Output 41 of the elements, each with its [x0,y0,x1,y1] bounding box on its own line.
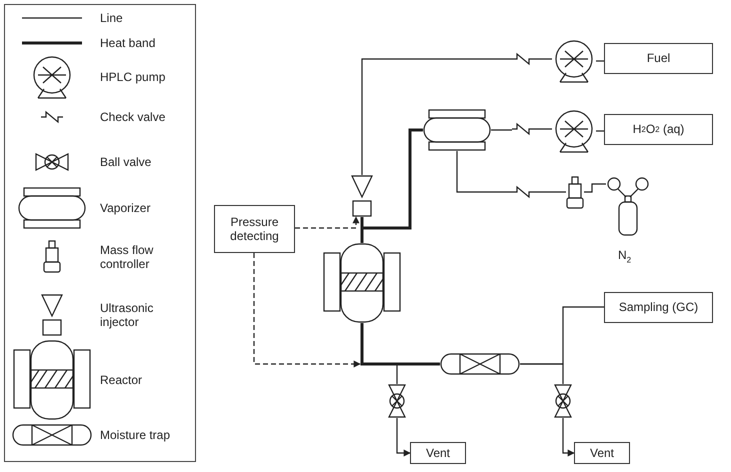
vaporizer-symbol [423,109,491,151]
signal-line [295,216,360,229]
pipe-line [396,418,411,456]
signal-line [253,253,361,368]
node-caption: N$_{2}$ [618,248,632,264]
pipe-line [491,129,512,131]
reactor-symbol [323,243,401,323]
legend-label: HPLC pump [100,70,166,84]
legend-label: Ball valve [100,155,152,170]
check-valve-symbol [512,53,534,65]
check-valve-symbol [512,123,534,135]
moisture-trap-symbol [440,353,520,375]
legend-label: Reactor [100,373,144,388]
heat-band-line [360,323,440,366]
pipe-line [562,418,575,456]
check-valve-symbol [512,186,534,198]
pipe-line [534,58,552,60]
legend-label: Vaporizer [100,201,152,216]
label-box: Fuel [604,43,713,74]
gas-cylinder-symbol [606,176,650,236]
pipe-line [534,191,566,193]
label-box: Vent [574,442,630,464]
mass-flow-controller-symbol [566,176,584,210]
legend-label: Line [100,11,124,26]
injector-symbol [351,175,373,217]
ball-valve-symbol [553,384,573,418]
pipe-line [520,363,564,384]
label-box: Pressure detecting [214,205,295,253]
ball-valve-symbol [387,384,407,418]
label-box: Sampling (GC) [604,292,713,323]
legend-label: Heat band [100,36,156,50]
pipe-line [361,58,512,175]
label-box: Vent [410,442,466,464]
legend-label: Check valve [100,110,166,124]
legend-label: Moisture trap [100,428,172,442]
pipe-line [456,151,512,193]
legend-label: Mass flow controller [100,242,154,272]
pipe-line [534,128,552,130]
legend-label: Ultrasonic injector [100,300,154,330]
pipe-line [584,183,606,193]
heat-band-line [360,128,423,243]
